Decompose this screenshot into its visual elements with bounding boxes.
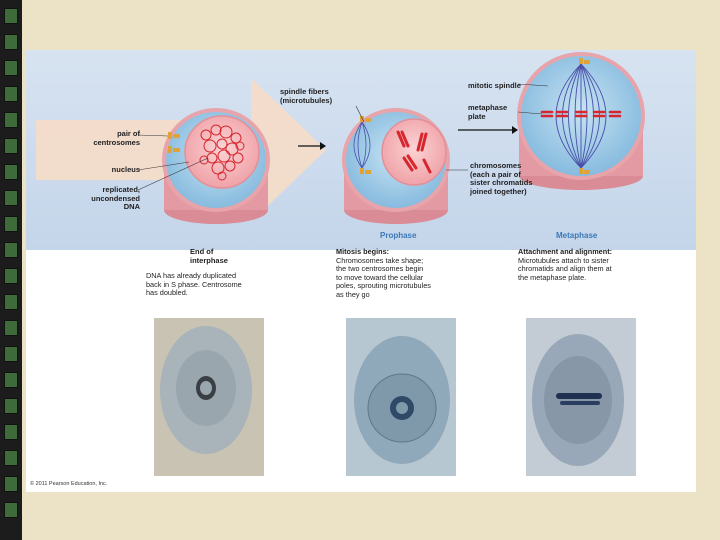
- binding-block: [4, 398, 18, 414]
- label-replicated-dna: replicated, uncondensed DNA: [66, 186, 140, 212]
- binding-block: [4, 450, 18, 466]
- stage-text-interphase: DNA has already duplicated back in S pha…: [146, 272, 296, 298]
- binding-block: [4, 346, 18, 362]
- label-pair-of-centrosomes: pair of centrosomes: [66, 130, 140, 147]
- binding-block: [4, 86, 18, 102]
- binding-block: [4, 112, 18, 128]
- binding-block: [4, 502, 18, 518]
- micrograph-interphase: [154, 318, 264, 476]
- binding-block: [4, 268, 18, 284]
- binding-block: [4, 164, 18, 180]
- slide-binding: [0, 0, 22, 540]
- binding-block: [4, 138, 18, 154]
- interphase-cell: [164, 110, 268, 224]
- binding-block: [4, 372, 18, 388]
- stage-title-interphase: End of interphase: [190, 248, 270, 265]
- binding-block: [4, 34, 18, 50]
- stage-title-metaphase: Metaphase: [556, 231, 597, 240]
- prophase-cell: [344, 110, 448, 224]
- binding-block: [4, 476, 18, 492]
- stage-desc-prophase: Mitosis begins: Chromosomes take shape; …: [336, 248, 506, 300]
- label-chromosomes: chromosomes (each a pair of sister chrom…: [470, 162, 560, 196]
- micrograph-prophase: [346, 318, 456, 476]
- binding-block: [4, 216, 18, 232]
- binding-block: [4, 294, 18, 310]
- binding-block: [4, 320, 18, 336]
- mitosis-figure: pair of centrosomes nucleus replicated, …: [26, 50, 696, 492]
- label-metaphase-plate: metaphase plate: [468, 104, 528, 121]
- stage-text-metaphase: Microtubules attach to sister chromatids…: [518, 256, 612, 282]
- stage-arrow: [458, 126, 518, 134]
- stage-text-prophase: Chromosomes take shape; the two centroso…: [336, 256, 431, 299]
- stage-title-prophase: Prophase: [380, 231, 416, 240]
- label-spindle-fibers: spindle fibers (microtubules): [280, 88, 360, 105]
- binding-block: [4, 8, 18, 24]
- binding-block: [4, 60, 18, 76]
- binding-block: [4, 424, 18, 440]
- binding-block: [4, 242, 18, 258]
- micrograph-metaphase: [526, 318, 636, 476]
- stage-desc-metaphase: Attachment and alignment: Microtubules a…: [518, 248, 688, 282]
- binding-block: [4, 190, 18, 206]
- copyright-notice: © 2011 Pearson Education, Inc.: [30, 481, 107, 487]
- label-nucleus: nucleus: [66, 166, 140, 175]
- label-mitotic-spindle: mitotic spindle: [468, 82, 538, 91]
